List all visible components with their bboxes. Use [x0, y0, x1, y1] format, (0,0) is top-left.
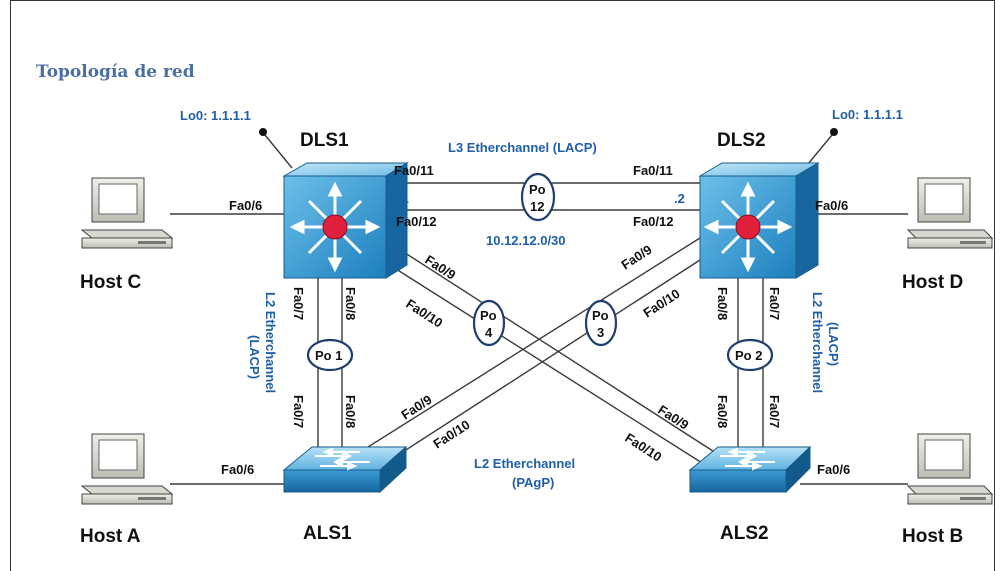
label-dls2: DLS2 [717, 130, 766, 151]
label-host-b: Host B [902, 526, 963, 547]
link-dls1-als2-fa010 [384, 261, 711, 469]
port-als1-fa010: Fa0/10 [430, 417, 472, 452]
l3-ip-dls1: .1 [398, 191, 409, 206]
port-hostc-fa06: Fa0/6 [229, 198, 262, 213]
left-lacp-label-line2: (LACP) [247, 335, 262, 379]
dls2-switch [698, 162, 820, 279]
l3-subnet-label: 10.12.12.0/30 [486, 233, 566, 248]
port-dls1-fa08: Fa0/8 [343, 287, 358, 320]
port-dls1-fa012: Fa0/12 [396, 214, 436, 229]
port-dls1-fa010: Fa0/10 [403, 296, 445, 331]
port-dls1-fa09: Fa0/9 [422, 252, 458, 283]
port-als2-fa08: Fa0/8 [715, 395, 730, 428]
po1-label: Po 1 [315, 348, 342, 363]
dls1-router-core [322, 214, 348, 240]
host-a-pc-icon [80, 433, 174, 505]
loopback-dls1-dot [259, 128, 267, 136]
label-als2: ALS2 [720, 523, 769, 544]
diagram-title: Topología de red [36, 62, 195, 82]
port-als2-fa07: Fa0/7 [767, 395, 782, 428]
port-hosta-fa06: Fa0/6 [221, 462, 254, 477]
loopback-dls2-label: Lo0: 1.1.1.1 [832, 107, 903, 122]
label-host-a: Host A [80, 526, 141, 547]
loopback-dls2-stem [807, 134, 833, 165]
loopback-dls1-label: Lo0: 1.1.1.1 [180, 108, 251, 123]
right-lacp-label-line2: (LACP) [826, 322, 841, 366]
po1-ellipse [306, 338, 354, 372]
po12-label-a: Po [529, 182, 546, 197]
l3-etherchannel-label: L3 Etherchannel (LACP) [448, 140, 597, 155]
po2-label: Po 2 [735, 348, 762, 363]
als2-arrows-icon [720, 447, 775, 471]
label-host-d: Host D [902, 272, 963, 293]
als2-switch [688, 445, 812, 494]
po3-ellipse [584, 299, 618, 347]
label-als1: ALS1 [303, 523, 352, 544]
pagp-label-line2: (PAgP) [512, 475, 554, 490]
po12-ellipse [520, 172, 556, 222]
l3-ip-dls2: .2 [674, 191, 685, 206]
port-dls1-fa011: Fa0/11 [394, 163, 434, 178]
port-als1-fa08: Fa0/8 [343, 395, 358, 428]
dls2-side-face [795, 162, 819, 279]
port-dls2-fa08: Fa0/8 [715, 287, 730, 320]
port-dls2-fa012: Fa0/12 [633, 214, 673, 229]
po4-label-a: Po [480, 308, 497, 323]
port-als1-fa09: Fa0/9 [398, 392, 434, 423]
host-b-pc-icon [906, 433, 994, 505]
link-dls2-als1-fa09 [359, 237, 701, 453]
dls2-router-core [735, 214, 761, 240]
port-dls2-fa07: Fa0/7 [767, 287, 782, 320]
host-d-pc-icon [906, 177, 994, 249]
port-hostd-fa06: Fa0/6 [815, 198, 848, 213]
als2-front-face [689, 469, 787, 493]
po3-label-a: Po [592, 308, 609, 323]
po4-label-b: 4 [485, 325, 493, 340]
port-dls2-fa09: Fa0/9 [618, 242, 654, 273]
label-dls1: DLS1 [300, 130, 349, 151]
port-hostb-fa06: Fa0/6 [817, 462, 850, 477]
port-dls1-fa07: Fa0/7 [291, 287, 306, 320]
right-lacp-label-line1: L2 Etherchannel [810, 292, 825, 393]
port-als2-fa09: Fa0/9 [655, 402, 691, 433]
diagram-frame [10, 0, 995, 571]
link-dls2-als1-fa010 [377, 259, 701, 469]
loopback-dls2-dot [830, 128, 838, 136]
als1-switch [282, 445, 408, 494]
pagp-label-line1: L2 Etherchannel [474, 456, 575, 471]
port-dls2-fa011: Fa0/11 [633, 163, 673, 178]
label-host-c: Host C [80, 272, 142, 293]
port-als1-fa07: Fa0/7 [291, 395, 306, 428]
port-channels [306, 172, 774, 372]
link-dls1-als2-fa09 [384, 239, 731, 463]
port-dls2-fa010: Fa0/10 [640, 286, 682, 321]
po3-label-b: 3 [597, 325, 604, 340]
als1-front-face [283, 469, 381, 493]
po12-label-b: 12 [530, 199, 544, 214]
dls1-switch [282, 162, 409, 279]
loopback-dls1-stem [264, 134, 293, 169]
host-c-pc-icon [80, 177, 174, 249]
po2-ellipse [726, 338, 774, 372]
po4-ellipse [472, 299, 506, 347]
left-lacp-label-line1: L2 Etherchannel [263, 292, 278, 393]
als1-arrows-icon [315, 447, 370, 471]
